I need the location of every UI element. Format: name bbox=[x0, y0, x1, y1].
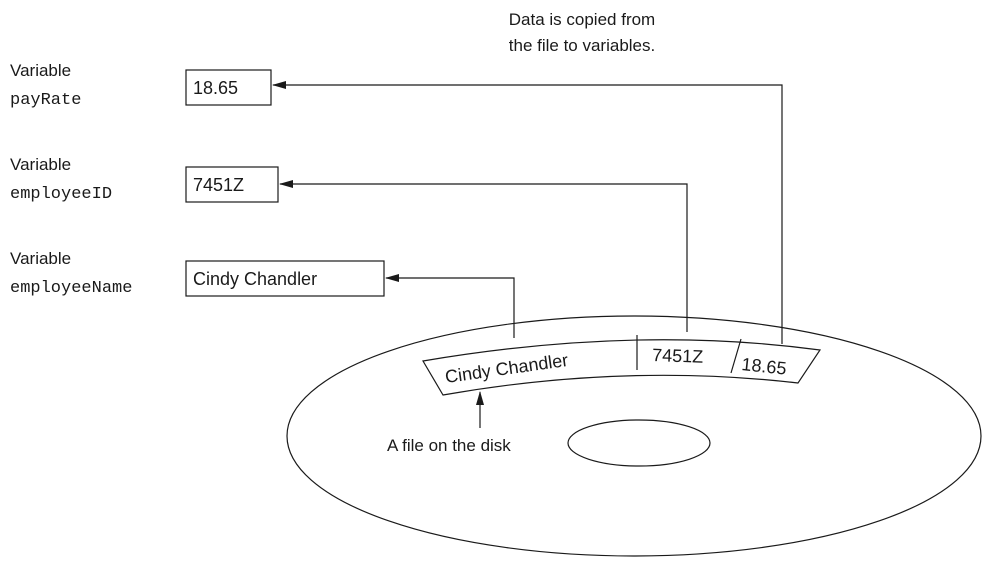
caption-line-1: Data is copied from bbox=[509, 10, 655, 29]
variable-label-employeename: Variable bbox=[10, 249, 71, 268]
disk-hub bbox=[568, 420, 710, 466]
employeename-value: Cindy Chandler bbox=[193, 269, 317, 289]
variable-label-payrate: Variable bbox=[10, 61, 71, 80]
variable-name-employeeid: employeeID bbox=[10, 185, 112, 204]
arrow-payrate bbox=[273, 85, 782, 344]
variable-label-employeeid: Variable bbox=[10, 155, 71, 174]
variable-name-employeename: employeeName bbox=[10, 279, 132, 298]
disk-file-label: A file on the disk bbox=[387, 436, 511, 455]
caption-line-2: the file to variables. bbox=[509, 36, 655, 55]
employeeid-value: 7451Z bbox=[193, 175, 244, 195]
payrate-value: 18.65 bbox=[193, 78, 238, 98]
file-field-id: 7451Z bbox=[652, 345, 704, 367]
arrow-employeeid bbox=[280, 184, 687, 332]
variable-name-payrate: payRate bbox=[10, 91, 81, 110]
